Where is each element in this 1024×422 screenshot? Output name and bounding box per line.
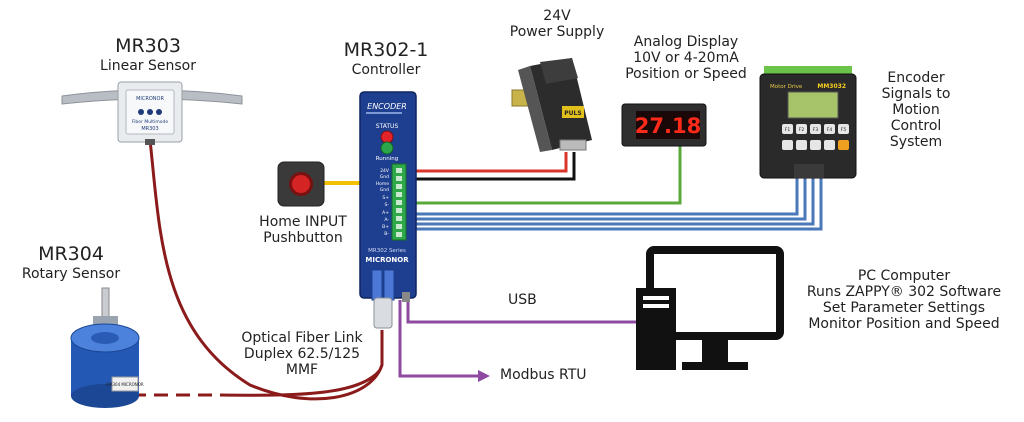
svg-text:Running: Running xyxy=(376,156,399,162)
analog-display-line2: 10V or 4-20mA xyxy=(633,50,739,67)
fiber-link-line3: MMF xyxy=(285,362,319,379)
linear-sensor-label: MR303 Linear Sensor xyxy=(60,35,236,74)
svg-text:B+: B+ xyxy=(382,224,389,230)
svg-text:MICRONOR: MICRONOR xyxy=(136,96,164,102)
svg-text:Gnd: Gnd xyxy=(380,174,389,180)
svg-text:F4: F4 xyxy=(827,127,833,133)
svg-text:F2: F2 xyxy=(799,127,805,133)
motion-control-line5: System xyxy=(889,134,943,151)
motion-control-line4: Control xyxy=(890,118,942,135)
svg-text:PULS: PULS xyxy=(564,110,581,117)
pc-line2: Runs ZAPPY® 302 Software xyxy=(806,284,1002,301)
usb-label: USB xyxy=(508,292,537,308)
home-pushbutton-device xyxy=(277,161,325,207)
svg-text:MR303: MR303 xyxy=(141,126,158,132)
pc-line4: Monitor Position and Speed xyxy=(808,316,1000,333)
power-supply-line2: Power Supply xyxy=(509,24,605,41)
power-wire-red xyxy=(404,152,568,173)
rotary-sensor-subtitle: Rotary Sensor xyxy=(21,265,121,282)
svg-text:F1: F1 xyxy=(785,127,791,133)
fiber-link-label: Optical Fiber Link Duplex 62.5/125 MMF xyxy=(228,330,376,378)
svg-text:ENCODER: ENCODER xyxy=(367,102,407,111)
analog-display-device: 27.18 xyxy=(621,103,707,147)
svg-text:MR304 MICRONOR: MR304 MICRONOR xyxy=(106,382,144,387)
home-input-line1: Home INPUT xyxy=(259,214,347,230)
rotary-sensor-device: MR304 MICRONOR xyxy=(70,287,144,408)
svg-text:S+: S+ xyxy=(382,195,389,201)
pc-line3: Set Parameter Settings xyxy=(822,300,986,317)
motion-control-label: Encoder Signals to Motion Control System xyxy=(866,70,966,150)
motion-control-device: Motor Drive MM3032 F1 F2 F3 F4 F5 xyxy=(759,66,857,179)
controller-device: ENCODER STATUS Running 24V Gnd Home Gnd … xyxy=(359,91,417,329)
encoder-wire-3 xyxy=(404,178,815,226)
linear-sensor-title: MR303 xyxy=(115,35,181,57)
modbus-label: Modbus RTU xyxy=(500,367,587,383)
power-wire-black xyxy=(404,152,576,181)
svg-text:STATUS: STATUS xyxy=(376,123,399,130)
encoder-wire-1 xyxy=(404,178,799,216)
encoder-wire-2 xyxy=(404,178,807,221)
home-input-label: Home INPUT Pushbutton xyxy=(238,214,368,246)
pc-computer-device xyxy=(636,246,784,370)
svg-text:Motor Drive: Motor Drive xyxy=(770,84,803,90)
power-supply-label: 24V Power Supply xyxy=(492,8,622,40)
fiber-cable-linear xyxy=(148,139,384,401)
analog-wire-green xyxy=(404,145,682,205)
svg-text:F3: F3 xyxy=(813,127,819,133)
motion-control-line1: Encoder xyxy=(887,70,945,86)
rotary-sensor-title: MR304 xyxy=(38,243,104,265)
controller-title: MR302-1 xyxy=(343,39,429,61)
analog-display-line1: Analog Display xyxy=(633,34,739,50)
modbus-arrow-icon xyxy=(478,370,490,382)
controller-subtitle: Controller xyxy=(351,61,421,78)
svg-text:Gnd: Gnd xyxy=(380,187,389,193)
svg-text:F5: F5 xyxy=(841,127,847,133)
usb-cable xyxy=(406,300,636,324)
svg-text:B-: B- xyxy=(384,231,389,237)
fiber-link-line2: Duplex 62.5/125 xyxy=(243,346,361,363)
svg-text:A-: A- xyxy=(384,217,389,223)
pc-line1: PC Computer xyxy=(857,268,951,284)
svg-text:Home: Home xyxy=(376,181,390,187)
fiber-cable-rotary xyxy=(219,369,382,397)
controller-label: MR302-1 Controller xyxy=(316,39,456,78)
power-supply-line1: 24V xyxy=(543,8,571,24)
svg-text:27.18: 27.18 xyxy=(635,114,701,138)
svg-text:24V: 24V xyxy=(380,168,390,174)
modbus-cable xyxy=(398,300,478,378)
svg-text:A+: A+ xyxy=(382,210,389,216)
svg-text:MR302 Series: MR302 Series xyxy=(368,248,406,254)
svg-text:MM3032: MM3032 xyxy=(817,83,846,90)
svg-text:S-: S- xyxy=(385,202,390,208)
linear-sensor-device: MICRONOR Fiber Multimode MR303 xyxy=(61,81,243,145)
encoder-wire-4 xyxy=(404,178,823,231)
svg-text:MICRONOR: MICRONOR xyxy=(365,256,409,264)
rotary-sensor-label: MR304 Rotary Sensor xyxy=(6,243,136,282)
motion-control-line3: Motion xyxy=(892,102,940,119)
analog-display-label: Analog Display 10V or 4-20mA Position or… xyxy=(614,34,758,82)
home-input-line2: Pushbutton xyxy=(263,230,343,247)
motion-control-line2: Signals to xyxy=(881,86,951,103)
svg-text:Fiber Multimode: Fiber Multimode xyxy=(132,119,168,125)
linear-sensor-subtitle: Linear Sensor xyxy=(100,57,196,74)
analog-display-line3: Position or Speed xyxy=(625,66,747,83)
power-supply-device: PULS xyxy=(511,58,592,152)
fiber-link-line1: Optical Fiber Link xyxy=(241,330,363,346)
pc-computer-label: PC Computer Runs ZAPPY® 302 Software Set… xyxy=(790,268,1018,332)
